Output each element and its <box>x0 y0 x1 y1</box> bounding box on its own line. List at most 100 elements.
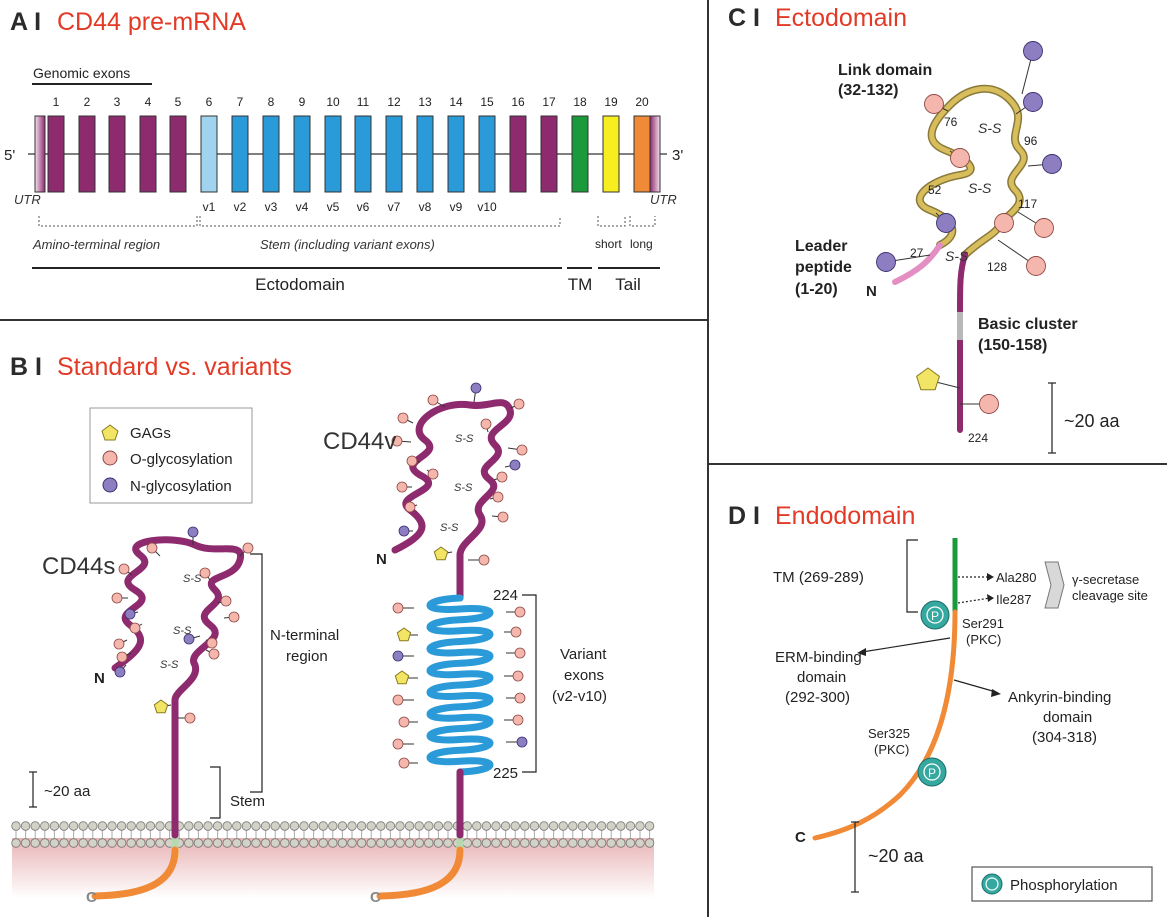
lipid-head <box>328 838 338 848</box>
exon-number: 8 <box>268 95 275 109</box>
panel-b: B I Standard vs. variants GAGs O-glycosy… <box>10 353 655 906</box>
lipid-head <box>88 821 98 831</box>
lipid-head <box>280 838 290 848</box>
exon-1 <box>47 115 65 193</box>
o-glycan-icon <box>206 637 218 649</box>
erm-line2: domain <box>797 669 846 686</box>
variant-exon-label: v6 <box>357 200 370 214</box>
residue-225-b: 225 <box>493 765 518 782</box>
lipid-head <box>318 838 328 848</box>
lipid-head <box>97 821 108 831</box>
lipid-head <box>289 821 300 831</box>
lipid-head <box>606 838 616 848</box>
phospho-legend-ring <box>985 877 999 891</box>
lipid-head <box>78 821 88 831</box>
lipid-head <box>289 838 300 848</box>
leader-range: (1-20) <box>795 281 838 298</box>
lipid-head <box>491 838 501 848</box>
o-glycan-icon <box>510 626 522 638</box>
o-glycan-icon <box>392 694 404 706</box>
variant-line3: (v2-v10) <box>552 688 607 705</box>
stem-bracket-b <box>210 766 221 819</box>
n-terminal-line2: region <box>286 648 328 665</box>
lipid-head <box>404 821 415 831</box>
lipid-head <box>347 838 357 848</box>
n-glycan-icon <box>516 736 528 748</box>
lipid-head <box>126 838 136 848</box>
lipid-head <box>385 838 396 848</box>
cd44s-glycans <box>111 526 254 724</box>
residue-128: 128 <box>987 260 1007 274</box>
ankyrin-line3: (304-318) <box>1032 729 1097 746</box>
ankyrin-line1: Ankyrin-binding <box>1008 689 1111 706</box>
utr-right-label: UTR <box>650 192 677 207</box>
o-glycan-icon <box>480 418 492 430</box>
o-glycan-icon <box>994 213 1014 233</box>
phospho-legend-label: Phosphorylation <box>1010 877 1118 894</box>
cd44s-n: N <box>94 670 105 687</box>
lipid-head <box>414 821 424 831</box>
lipid-head <box>136 821 146 831</box>
endodomain-tail <box>812 609 958 841</box>
o-glycan-icon <box>118 563 130 575</box>
stem-bracket <box>199 216 561 227</box>
lipid-head <box>491 821 501 831</box>
lipid-head <box>500 821 511 831</box>
lipid-head <box>126 821 136 831</box>
utr-left-label: UTR <box>14 192 41 207</box>
amino-bracket <box>38 216 198 227</box>
lipid-head <box>20 838 31 848</box>
panel-b-title: Standard vs. variants <box>57 353 292 381</box>
lipid-head <box>97 838 108 848</box>
lipid-head <box>433 821 444 831</box>
exon-17 <box>540 115 558 193</box>
tm-range-label: TM (269-289) <box>773 569 864 586</box>
lipid-head <box>443 838 453 848</box>
residue-27: 27 <box>910 246 924 260</box>
n-glycan-icon <box>470 382 482 394</box>
cd44v-ss-3: S-S <box>440 522 459 534</box>
o-glycan-icon <box>404 501 416 513</box>
lipid-head <box>366 838 376 848</box>
n-glycan-icon <box>187 526 199 538</box>
lipid-head <box>529 838 540 848</box>
lipid-head <box>193 821 204 831</box>
o-glycan-icon <box>111 592 123 604</box>
lipid-head <box>356 838 367 848</box>
stem-region-label: Stem (including variant exons) <box>260 237 435 252</box>
exon-number: 18 <box>573 95 587 109</box>
variant-exon-label: v4 <box>296 200 309 214</box>
lipid-head <box>414 838 424 848</box>
tail-label: Tail <box>615 275 641 294</box>
c-ss-1: S-S <box>978 120 1002 136</box>
exon-6 <box>200 115 218 193</box>
exon-number: 10 <box>326 95 340 109</box>
c-ss-2: S-S <box>968 180 992 196</box>
c-stem <box>957 252 968 433</box>
lipid-head <box>596 821 607 831</box>
lipid-head <box>433 838 444 848</box>
d-c-terminus: C <box>795 829 806 846</box>
lipid-head <box>203 821 213 831</box>
lipid-head <box>116 821 127 831</box>
exon-number: 14 <box>449 95 463 109</box>
cd44v-c: C <box>370 889 381 906</box>
exon-12 <box>385 115 403 193</box>
cd44s-tail <box>91 846 179 900</box>
utr-right <box>649 115 661 193</box>
n-glycan-icon <box>398 525 410 537</box>
lipid-head <box>587 821 597 831</box>
lipid-head <box>520 838 530 848</box>
lipid-head <box>510 821 520 831</box>
lipid-head <box>308 821 319 831</box>
panel-d-title: Endodomain <box>775 502 915 530</box>
ser291-label: Ser291 <box>962 616 1004 631</box>
cd44v-n: N <box>376 551 387 568</box>
lipid-head <box>625 838 636 848</box>
lipid-head <box>232 821 242 831</box>
variant-coil <box>426 594 494 776</box>
lipid-head <box>184 821 194 831</box>
lipid-head <box>462 838 472 848</box>
cleavage-chevron <box>1044 561 1065 609</box>
lipid-head <box>424 838 434 848</box>
